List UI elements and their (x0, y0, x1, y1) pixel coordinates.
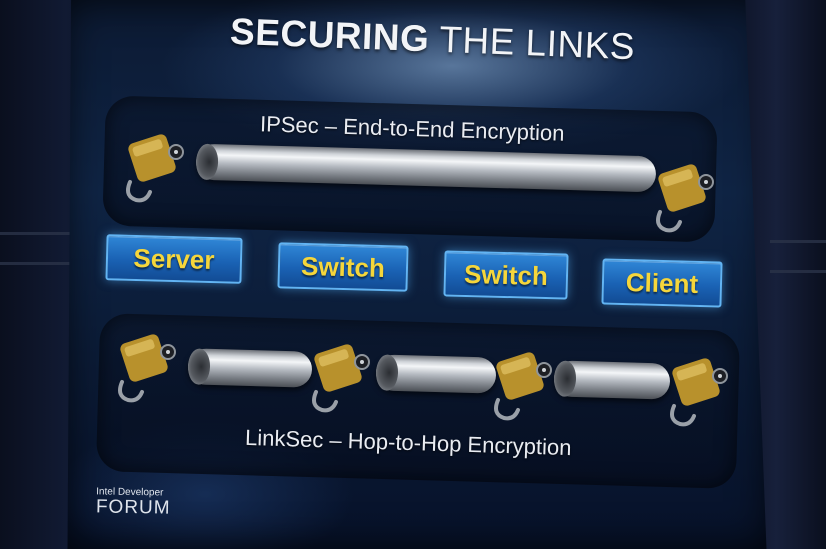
node-switch-2: Switch (443, 250, 568, 299)
hop-tunnel-3 (554, 360, 671, 399)
wall-stripe (770, 270, 826, 273)
title-bold: SECURING (229, 11, 430, 60)
padlock-icon (664, 354, 730, 428)
padlock-icon (306, 340, 372, 414)
title-rest: THE LINKS (439, 19, 636, 67)
padlock-icon (650, 160, 716, 234)
event-logo: Intel Developer FORUM (96, 486, 171, 518)
wall-stripe (0, 262, 70, 265)
logo-line-2: FORUM (96, 497, 171, 518)
node-switch-1: Switch (277, 242, 408, 291)
padlock-icon (488, 348, 554, 422)
padlock-icon (112, 330, 178, 404)
wall-stripe (0, 232, 70, 235)
node-server: Server (105, 234, 242, 284)
wall-stripe (770, 240, 826, 243)
node-client: Client (601, 258, 722, 307)
hop-tunnel-2 (376, 354, 497, 393)
hop-tunnel-1 (188, 348, 313, 387)
linksec-panel (96, 313, 740, 489)
padlock-icon (120, 130, 186, 204)
